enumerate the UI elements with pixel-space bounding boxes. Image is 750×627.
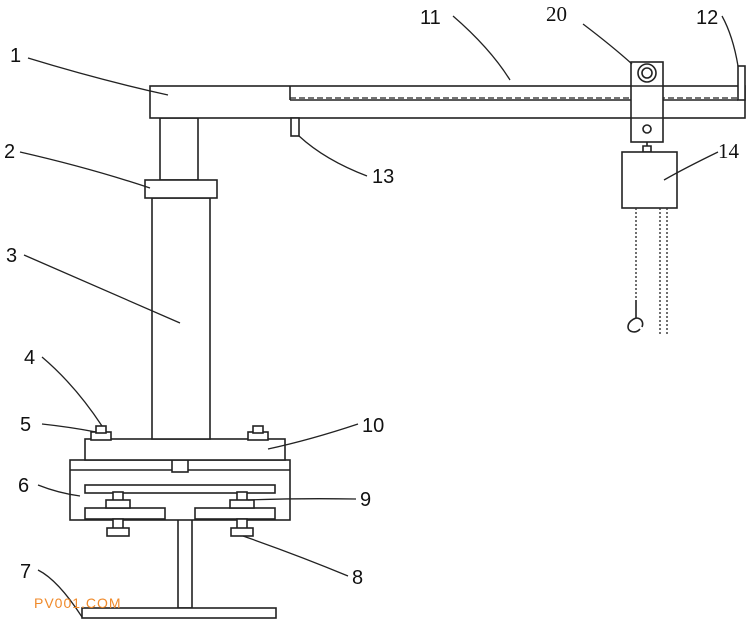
lift-hook [627,300,644,333]
trolley [630,61,664,143]
label-9: 9 [360,489,371,511]
label-3: 3 [6,245,17,267]
label-20: 20 [546,2,567,26]
label-5: 5 [20,414,31,436]
base-plate [84,438,286,461]
hoist-block [621,151,678,209]
label-2: 2 [4,141,15,163]
label-11: 11 [420,7,441,29]
label-4: 4 [24,347,35,369]
label-13: 13 [372,166,394,188]
label-14: 14 [718,139,740,163]
housing-center-block [171,459,189,473]
column-lower [151,197,211,440]
label-6: 6 [18,475,29,497]
watermark: PV001.COM [34,595,122,611]
end-stop [737,65,746,101]
top-bolt-right [247,425,269,441]
hoist-chains [635,208,668,336]
top-bolt-left [90,425,112,441]
right-clamp-plate [194,507,276,520]
leader-lines [19,15,739,618]
label-1: 1 [10,45,21,67]
label-12: 12 [696,7,718,29]
left-clamp-plate [84,507,166,520]
i-beam-top-flange [84,484,276,494]
column-upper [159,117,199,181]
column-collar [144,179,218,199]
label-8: 8 [352,567,363,589]
label-7: 7 [20,561,31,583]
label-10: 10 [362,415,384,437]
jib-bracket [290,117,300,137]
